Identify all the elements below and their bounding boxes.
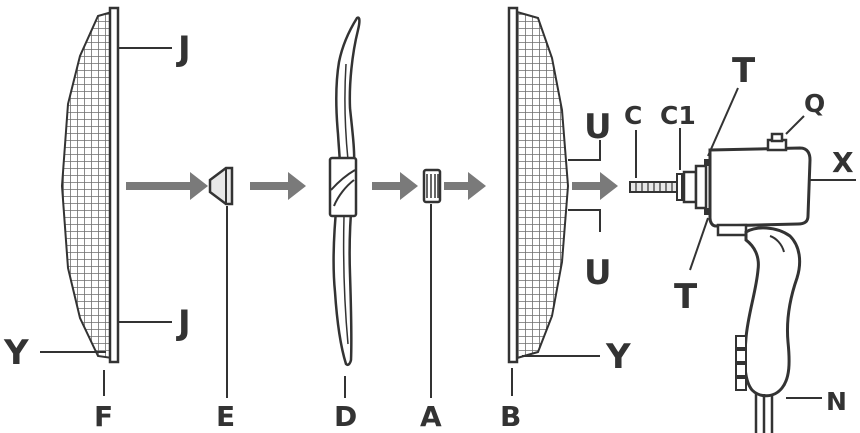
label-n: N (826, 387, 847, 416)
label-a: A (420, 400, 442, 433)
arrow-3 (372, 172, 418, 200)
label-u-top: U (584, 107, 612, 147)
leader-lines (40, 47, 856, 399)
lock-nut (422, 168, 442, 204)
front-grille (60, 6, 120, 364)
arrow-5 (572, 172, 618, 200)
arrow-1 (126, 172, 208, 200)
label-f: F (94, 400, 113, 433)
label-t-bottom: T (674, 277, 698, 317)
label-j-top: J (176, 29, 191, 69)
assembly-arrows (126, 172, 618, 200)
label-e: E (216, 400, 235, 433)
arrow-2 (250, 172, 306, 200)
labels: J J Y F E D A B U U Y C C1 T T Q X N (3, 29, 854, 433)
rear-grille (507, 6, 570, 364)
label-y-left: Y (3, 333, 29, 373)
label-b: B (500, 400, 521, 433)
fan-blade (328, 16, 361, 367)
label-q: Q (804, 89, 825, 118)
label-c1: C1 (660, 101, 696, 130)
label-u-bottom: U (584, 253, 612, 293)
label-d: D (334, 400, 357, 433)
spinner-cap (208, 166, 234, 206)
label-y-right: Y (605, 337, 631, 377)
motor-unit (629, 132, 812, 237)
label-c: C (624, 101, 642, 130)
label-t-top: T (732, 51, 756, 91)
label-x: X (832, 146, 854, 179)
motor-handle (735, 226, 802, 433)
label-j-bottom: J (176, 303, 191, 343)
arrow-4 (444, 172, 486, 200)
